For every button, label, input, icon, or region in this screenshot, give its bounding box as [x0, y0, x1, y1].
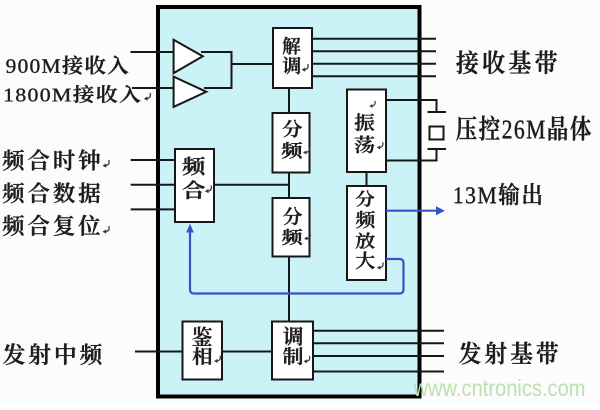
svg-text:www.cntronics.com: www.cntronics.com: [413, 375, 586, 401]
